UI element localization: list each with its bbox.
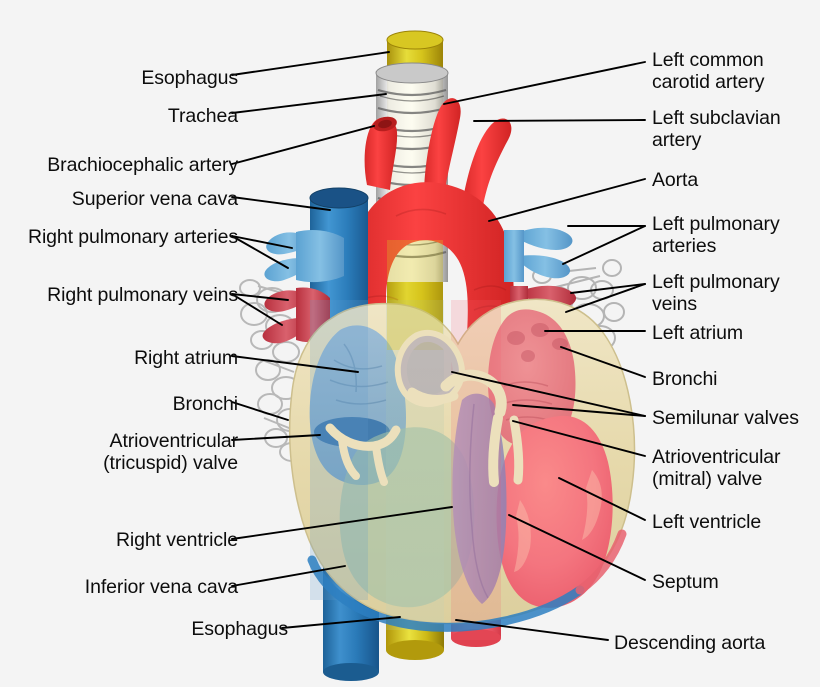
line-brachiocephalic	[231, 125, 375, 165]
label-left-ventricle: Left ventricle	[652, 511, 762, 533]
label-inferior-vena-cava: Inferior vena cava	[84, 576, 238, 598]
label-aorta: Aorta	[652, 169, 699, 191]
label-left-atrium: Left atrium	[652, 322, 744, 344]
heart-apex-rim	[307, 529, 627, 632]
label-atrioventricular-mitral-valve: Atrioventricular (mitral) valve	[652, 446, 781, 490]
label-right-atrium: Right atrium	[134, 347, 238, 369]
line-atrioventricular-mitral	[512, 420, 646, 457]
label-left-pulmonary-arteries: Left pulmonary arteries	[652, 213, 780, 257]
line-left-subclavian	[473, 119, 646, 122]
right-pulmonary-arteries	[264, 230, 344, 283]
line-left-pulm-veins-b	[565, 283, 646, 313]
line-inferior-vena-cava	[231, 565, 346, 587]
label-septum: Septum	[652, 571, 719, 593]
label-trachea: Trachea	[167, 105, 238, 127]
label-brachiocephalic-artery: Brachiocephalic artery	[47, 154, 238, 176]
label-left-subclavian-artery: Left subclavian artery	[652, 107, 781, 151]
line-right-ventricle	[231, 506, 453, 540]
line-left-pulm-art-b	[562, 225, 646, 265]
label-bronchi-right: Bronchi	[652, 368, 718, 390]
label-bronchi-left: Bronchi	[172, 393, 239, 415]
left-pulmonary-arteries	[504, 227, 573, 282]
label-right-pulmonary-veins: Right pulmonary veins	[47, 284, 238, 306]
line-esophagus-top	[231, 51, 390, 76]
label-semilunar-valves: Semilunar valves	[652, 407, 799, 429]
line-atrioventricular-tricuspid	[231, 434, 321, 441]
line-right-pulm-veins-a	[231, 293, 289, 301]
line-descending-aorta	[455, 619, 609, 641]
atrioventricular-mitral-valve	[488, 413, 524, 487]
line-right-atrium	[231, 355, 359, 373]
label-left-common-carotid-artery: Left common carotid artery	[652, 49, 765, 93]
line-septum	[508, 514, 646, 581]
label-esophagus-bottom: Esophagus	[191, 618, 288, 640]
atrioventricular-tricuspid-valve	[325, 423, 401, 486]
line-bronchi-right	[560, 346, 646, 378]
label-descending-aorta: Descending aorta	[614, 632, 766, 654]
line-trachea	[231, 93, 387, 114]
line-right-pulm-art-a	[231, 235, 293, 249]
line-right-pulm-art-b	[231, 235, 289, 269]
line-left-pulm-veins-a	[570, 283, 646, 294]
line-semilunar-a	[451, 371, 646, 417]
line-superior-vena-cava	[231, 196, 331, 211]
line-left-common-carotid	[443, 61, 646, 105]
line-right-pulm-veins-b	[231, 293, 283, 326]
label-atrioventricular-tricuspid-valve: Atrioventricular (tricuspid) valve	[103, 430, 238, 474]
aortic-arch-and-branches	[350, 98, 514, 352]
left-ventricle	[496, 415, 613, 608]
label-left-pulmonary-veins: Left pulmonary veins	[652, 271, 780, 315]
label-superior-vena-cava: Superior vena cava	[71, 188, 238, 210]
line-semilunar-b	[512, 404, 646, 417]
line-esophagus-bottom	[281, 616, 401, 629]
line-aorta	[488, 178, 646, 222]
line-left-ventricle	[558, 477, 646, 521]
semilunar-valves	[394, 330, 507, 418]
label-right-pulmonary-arteries: Right pulmonary arteries	[27, 226, 238, 248]
line-bronchi-left	[231, 401, 289, 421]
left-atrium	[488, 309, 576, 448]
label-right-ventricle: Right ventricle	[115, 529, 238, 551]
label-esophagus-top: Esophagus	[141, 67, 238, 89]
